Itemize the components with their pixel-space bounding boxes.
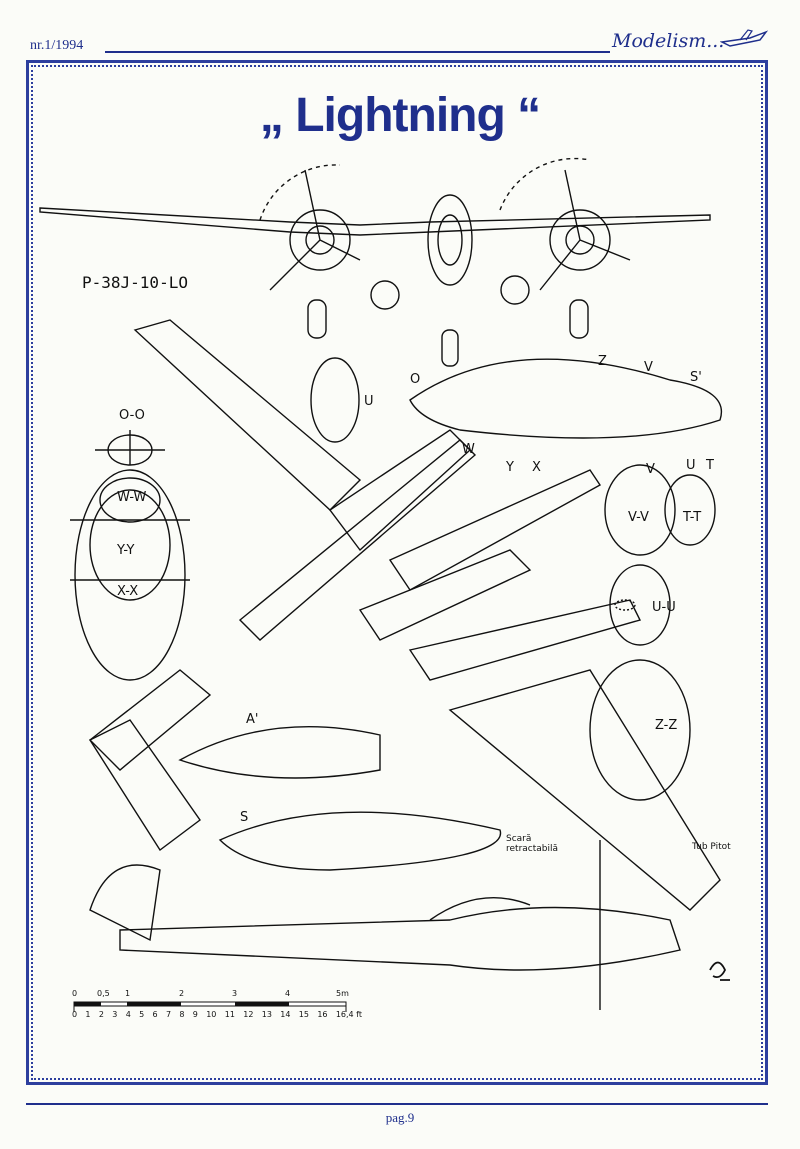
- cross-sections-right: [589, 464, 716, 801]
- signature-mark: [709, 961, 730, 981]
- scale-m-2: 2: [179, 989, 185, 998]
- side-view-pod: [178, 358, 722, 871]
- annotation-tub-pitot: Tub Pitot: [692, 842, 731, 852]
- scale-ft-9: 9: [192, 1010, 198, 1019]
- scale-m-4: 4: [285, 989, 291, 998]
- brand-logo: Modelism...: [612, 30, 725, 52]
- scale-m-1: 1: [125, 989, 131, 998]
- scale-ft-14: 14: [280, 1010, 291, 1019]
- scale-ft-6: 6: [152, 1010, 158, 1019]
- scale-m-3: 3: [232, 989, 238, 998]
- model-designation: P-38J-10-LO: [82, 273, 188, 292]
- plane-logo-icon: [720, 29, 769, 47]
- cut-label-z: Z: [598, 354, 607, 369]
- scale-ft-0: 0: [72, 1010, 78, 1019]
- cut-label-x: X: [532, 460, 541, 475]
- annotation-scara: Scară retractabilă: [506, 834, 559, 854]
- section-label-y-y: Y-Y: [117, 543, 135, 558]
- page-frame: [26, 60, 768, 1085]
- page-number: pag.9: [385, 1110, 415, 1125]
- view-label-u: U: [364, 394, 374, 409]
- section-label-u-u: U-U: [652, 600, 676, 615]
- side-view-full: [89, 840, 681, 1010]
- cut-label-v-2: V: [646, 462, 655, 477]
- view-label-s: S: [240, 810, 249, 825]
- scale-ft-15: 15: [298, 1010, 309, 1019]
- scale-ft-4: 4: [125, 1010, 131, 1019]
- section-label-x-x: X-X: [117, 584, 139, 599]
- scale-ft-3: 3: [112, 1010, 118, 1019]
- cut-label-y: Y: [506, 460, 514, 475]
- section-label-t-t: T-T: [683, 510, 702, 525]
- cut-label-v: V: [644, 360, 653, 375]
- header-rule: [105, 51, 610, 53]
- scale-m-0: 0: [72, 989, 78, 998]
- p38-technical-drawing: [39, 157, 730, 1010]
- scale-ft-8: 8: [179, 1010, 185, 1019]
- section-label-v-v: V-V: [628, 510, 649, 525]
- scale-bar: [73, 1001, 347, 1012]
- page-title: „ Lightning “: [259, 89, 541, 142]
- view-label-a-prime: A': [246, 712, 259, 727]
- nose-section: [310, 357, 360, 443]
- scale-ft-13: 13: [261, 1010, 272, 1019]
- scale-ft-12: 12: [243, 1010, 254, 1019]
- section-label-o-o: O-O: [119, 408, 145, 423]
- cut-label-w: W: [462, 442, 475, 457]
- scale-ft-2: 2: [98, 1010, 104, 1019]
- scale-feet-row: 0 1 2 3 4 5 6 7 8 9 10 11 12 13 14 15 16…: [72, 1010, 362, 1019]
- front-view: [39, 157, 711, 367]
- scale-ft-1: 1: [85, 1010, 91, 1019]
- scale-ft-7: 7: [165, 1010, 172, 1019]
- cut-label-o: O: [410, 372, 421, 387]
- scale-ft-5: 5: [139, 1010, 145, 1019]
- cut-label-t: T: [706, 458, 714, 473]
- scale-ft-11: 11: [224, 1010, 235, 1019]
- section-label-w-w: W-W: [117, 490, 147, 505]
- scale-m-5: 5m: [336, 989, 349, 998]
- cross-sections-left: [70, 430, 190, 681]
- cut-label-u-2: U: [686, 458, 696, 473]
- scale-ft-16: 16: [317, 1010, 328, 1019]
- top-view: [88, 319, 721, 911]
- scale-ft-10: 10: [206, 1010, 217, 1019]
- scale-m-0-5: 0,5: [97, 989, 110, 998]
- section-label-z-z: Z-Z: [655, 718, 678, 733]
- scale-ft-16-4: 16,4 ft: [335, 1010, 362, 1019]
- view-label-s-prime: S': [690, 370, 702, 385]
- footer-rule: [26, 1103, 768, 1105]
- issue-number: nr.1/1994: [30, 38, 84, 53]
